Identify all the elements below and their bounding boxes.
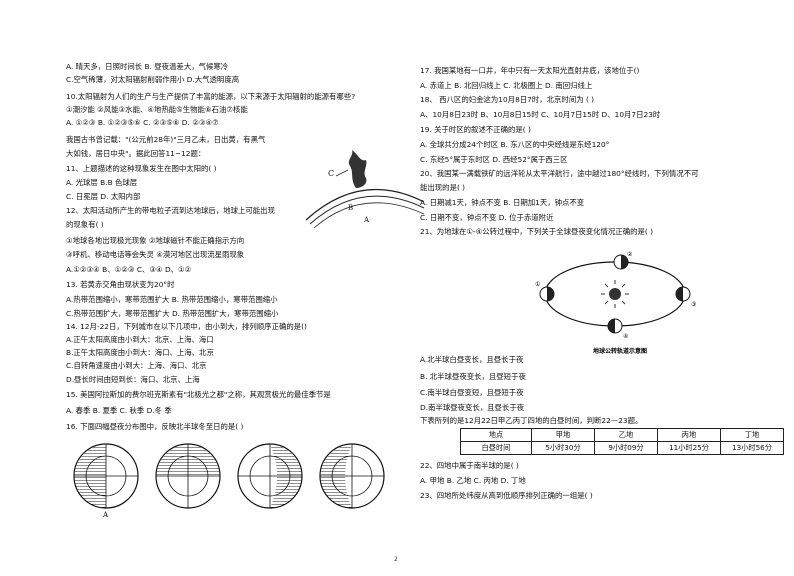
table-cell: 白昼时间 [460, 441, 532, 455]
fig-label-b: B [348, 204, 353, 212]
q22-stem: 22、四地中属于南半球的是( ) [420, 461, 519, 470]
q12-options: A.①②③④ B、①②③ C、③④ D、①② [66, 265, 192, 274]
earth-position-right: ③ [675, 286, 696, 308]
q21-option-a: A.北半球白昼变长，且昼长于夜 [420, 355, 524, 364]
q12-stem-cont: 的现象有( ) [66, 220, 104, 229]
orbit-label-3: ③ [691, 301, 696, 308]
q22-options: A. 甲地 B. 乙地 C. 丙地 D. 丁地 [420, 476, 526, 485]
q17-stem: 17. 我国某地有一口井，年中只有一天太阳光直射井底，该地位于() [420, 66, 640, 75]
table-cell: 丙地 [657, 428, 721, 442]
q14-option-c: C.自转角速度由小到大：上海、海口、北京 [66, 361, 207, 370]
q18-stem: 18、 西八区的妇金这为10月8日7时，北京时间为 ( ) [420, 95, 595, 104]
q15-options: A. 春季 B. 夏季 C. 秋季 D.冬 季 [66, 406, 172, 415]
table-row: 白昼时间 5小时30分 9小时09分 11小时25分 13小时56分 [460, 441, 784, 455]
table-cell: 丁地 [720, 428, 784, 442]
page-number: 2 [394, 556, 398, 563]
q21-option-b: B. 北半球昼夜变长，且昼短于夜 [420, 372, 526, 381]
q10-options: A. ①②③ B. ①②③⑤⑥ C. ②③⑤⑥ D. ②③④⑦ [66, 118, 219, 127]
q12-stem: 12、太阳活动所产生的带电粒子流到达地球后，地球上可能出现 [66, 206, 275, 215]
q14-option-a: A.正午太阳高度由小到大：北京、上海、海口 [66, 335, 214, 344]
q23-stem: 23、四地所处纬度从高到低顺序排列正确的一组是( ) [420, 491, 593, 500]
q19-stem: 19. 关于时区的叙述不正确的是( ) [420, 125, 531, 134]
q19-options-ab: A. 全球共分成24个时区 B. 东八区的中央经线是东经120° [420, 140, 610, 149]
earth-position-bottom: ④ [607, 318, 628, 340]
q9-options-cd: C.空气稀薄，对太阳辐射削弱作用小 D.大气透明度高 [66, 75, 240, 84]
day-night-diagram-b [155, 443, 221, 509]
table-cell: 11小时25分 [657, 441, 721, 455]
passage-line-1: 我国古书曾记载："(公元前28年)"三月乙未，日出黄，有黑气 [66, 135, 266, 144]
fig-label-a: A [363, 216, 370, 224]
q20-options-ab: A. 日期减1天，钟点不变 B. 日期加1天，钟点不变 [420, 198, 585, 207]
table-cell: 5小时30分 [531, 441, 595, 455]
orbit-label-2: ① [535, 281, 540, 288]
q14-stem: 14. 12月-22日，下列城市在以下几项中，由小到大，排列顺序正确的是() [66, 322, 307, 331]
passage-line-2: 大如钱，居日中央"。据此回答11~12题： [66, 149, 206, 158]
q19-options-cd: C. 东经5°属于东时区 D. 西经52°属于西三区 [420, 155, 568, 164]
table-row: 地点 甲地 乙地 丙地 丁地 [460, 428, 784, 442]
q13-options-cd: C.热带范围扩大，寒带范围扩大 D. 热带范围扩大，寒带范围缩小 [66, 309, 279, 318]
circle-label-a: A [102, 511, 109, 518]
q14-option-b: B.正午太阳高度由小到大：海口、上海、北京 [66, 348, 214, 357]
q13-stem: 13. 若黄赤交角由现状变为20°时 [66, 280, 175, 289]
q10-items: ①潮汐能 ②风能③水能、④地热能⑤生物能⑥石油⑦核能 [66, 105, 248, 114]
q20-options-cd: C. 日期不变，钟点不变 D. 位于赤道附近 [420, 213, 554, 222]
sun-structure-figure: C B A [305, 150, 425, 229]
q16-stem: 16. 下面四幅昼夜分布图中，反映北半球冬至日的是( ) [66, 422, 244, 431]
day-night-diagram-c [237, 443, 303, 509]
sun-icon [601, 280, 629, 308]
q11-options-cd: C. 日冕层 D. 太阳内部 [66, 192, 141, 201]
q10-stem: 10.太阳辐射为人们的生产与生产提供了丰富的能源，以下来源于太阳辐射的能源有哪些… [66, 92, 356, 101]
q12-items-12: ①地球各地出现极光现象 ②地球磁针不能正确指示方向 [66, 236, 245, 245]
orbit-label-4: ④ [623, 333, 628, 340]
q13-options-ab: A.热带范围缩小，寒带范围扩大 B. 热带范围缩小，寒带范围缩小 [66, 295, 278, 304]
orbit-caption: 地球公转轨道示意图 [593, 347, 647, 355]
q18-options: A、10月8日23时 B、10月8日15时 C、10月7日15时 D、10月7日… [420, 110, 661, 119]
q21-option-c: C.南半球白昼变短，且昼短于夜 [420, 388, 524, 397]
earth-position-top: ② [613, 251, 633, 270]
q12-items-34: ③呼机、移动电话等会失灵 ④漠河地区出现流星雨现象 [66, 250, 245, 259]
table-cell: 甲地 [531, 428, 595, 442]
table-intro: 下表所列的是12月22日甲乙丙丁四地的白昼时间，判断22—23题。 [420, 416, 643, 425]
earth-orbit-diagram: ② ① ③ ④ 地球公转轨道示意图 [535, 251, 696, 355]
q21-stem: 21、为地球在①-④公转过程中，下列关于全球昼夜变化情况正确的是( ) [420, 227, 653, 236]
table-cell: 9小时09分 [594, 441, 658, 455]
q14-option-d: D.昼长时间由短到长：海口、北京、上海 [66, 375, 200, 384]
q9-options-ab: A. 晴天多，日照时间长 B. 昼夜温差大，气候寒冷 [66, 62, 229, 71]
q11-stem: 11、上题描述的这种现象发生在图中太阳的( ) [66, 164, 217, 173]
fig-label-c: C [328, 169, 334, 178]
q15-stem: 15. 美国阿拉斯加的费尔班克斯素有"北极光之都"之称，其观赏极光的最佳季节是 [66, 390, 331, 399]
table-cell: 地点 [460, 428, 532, 442]
q20-stem-cont: 能出现的是( ) [420, 183, 466, 192]
q20-stem: 20、我国某一满载铁矿的远洋轮从太平洋航行，途中越过180°经线时，下列情况不可 [420, 169, 699, 178]
table-cell: 13小时56分 [720, 441, 784, 455]
earth-position-left: ① [535, 281, 555, 302]
q17-options: A. 赤道上 B. 北回归线上 C. 北极圈上 D. 南回归线上 [420, 81, 593, 90]
day-night-diagram-a: A [73, 443, 139, 518]
orbit-label-1: ② [627, 251, 633, 258]
table-cell: 乙地 [594, 428, 658, 442]
day-night-diagram-d [319, 443, 385, 509]
daylight-table: 地点 甲地 乙地 丙地 丁地 白昼时间 5小时30分 9小时09分 11小时25… [460, 428, 784, 455]
q11-options-ab: A. 光球层 B.B 色球层 [66, 178, 138, 187]
q21-option-d: D.南半球昼夜变长，且昼长于夜 [420, 403, 525, 412]
